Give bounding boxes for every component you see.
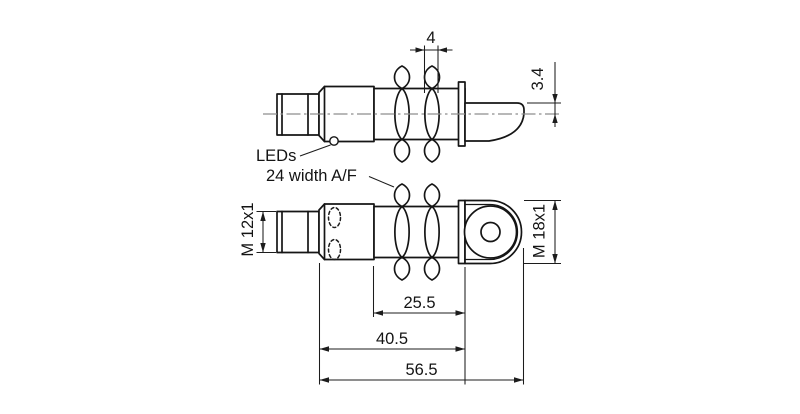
dim-total-length-group: 56.5 <box>319 248 525 385</box>
plug-outline-bottom <box>276 210 320 254</box>
dim-plug-thread-group: M 12x1 <box>239 202 276 257</box>
wrench-leader-line <box>368 176 395 188</box>
dim-nut-thickness-group: 4 <box>410 29 453 93</box>
labels-group: LEDs 24 width A/F <box>256 144 395 188</box>
led-window-hidden-1 <box>327 206 342 229</box>
dim-body-length-group: 40.5 <box>318 263 465 385</box>
nut-1-bottom <box>393 183 411 281</box>
nut-1 <box>393 65 411 163</box>
led-window-hidden-2 <box>327 238 342 261</box>
led-hole <box>329 136 339 146</box>
bottom-view <box>276 183 523 281</box>
dim-barrel-thread: M 18x1 <box>531 204 549 258</box>
body-outline-bottom <box>318 203 375 261</box>
leds-leader-line <box>299 144 331 157</box>
top-view <box>263 65 561 163</box>
dim-barrel-thread-group: M 18x1 <box>524 199 561 265</box>
dim-total-length: 56.5 <box>405 361 437 379</box>
sensing-head-inner-line <box>464 203 519 261</box>
label-leds: LEDs <box>256 147 296 165</box>
sensing-head-profile <box>464 102 525 142</box>
label-wrench-flat: 24 width A/F <box>266 167 357 185</box>
dim-thread-length-group: 25.5 <box>372 266 466 385</box>
nut-2-bottom <box>423 183 441 281</box>
dim-nut-thickness: 4 <box>426 29 435 47</box>
dim-thread-length: 25.5 <box>403 294 435 312</box>
dim-face-offset-group: 3.4 <box>527 62 561 127</box>
sensing-face-inner-circle <box>480 221 501 243</box>
dim-body-length: 40.5 <box>376 330 408 348</box>
dim-plug-thread: M 12x1 <box>239 202 257 256</box>
barrel-outline-bottom <box>373 205 466 259</box>
dim-face-offset: 3.4 <box>529 68 547 91</box>
